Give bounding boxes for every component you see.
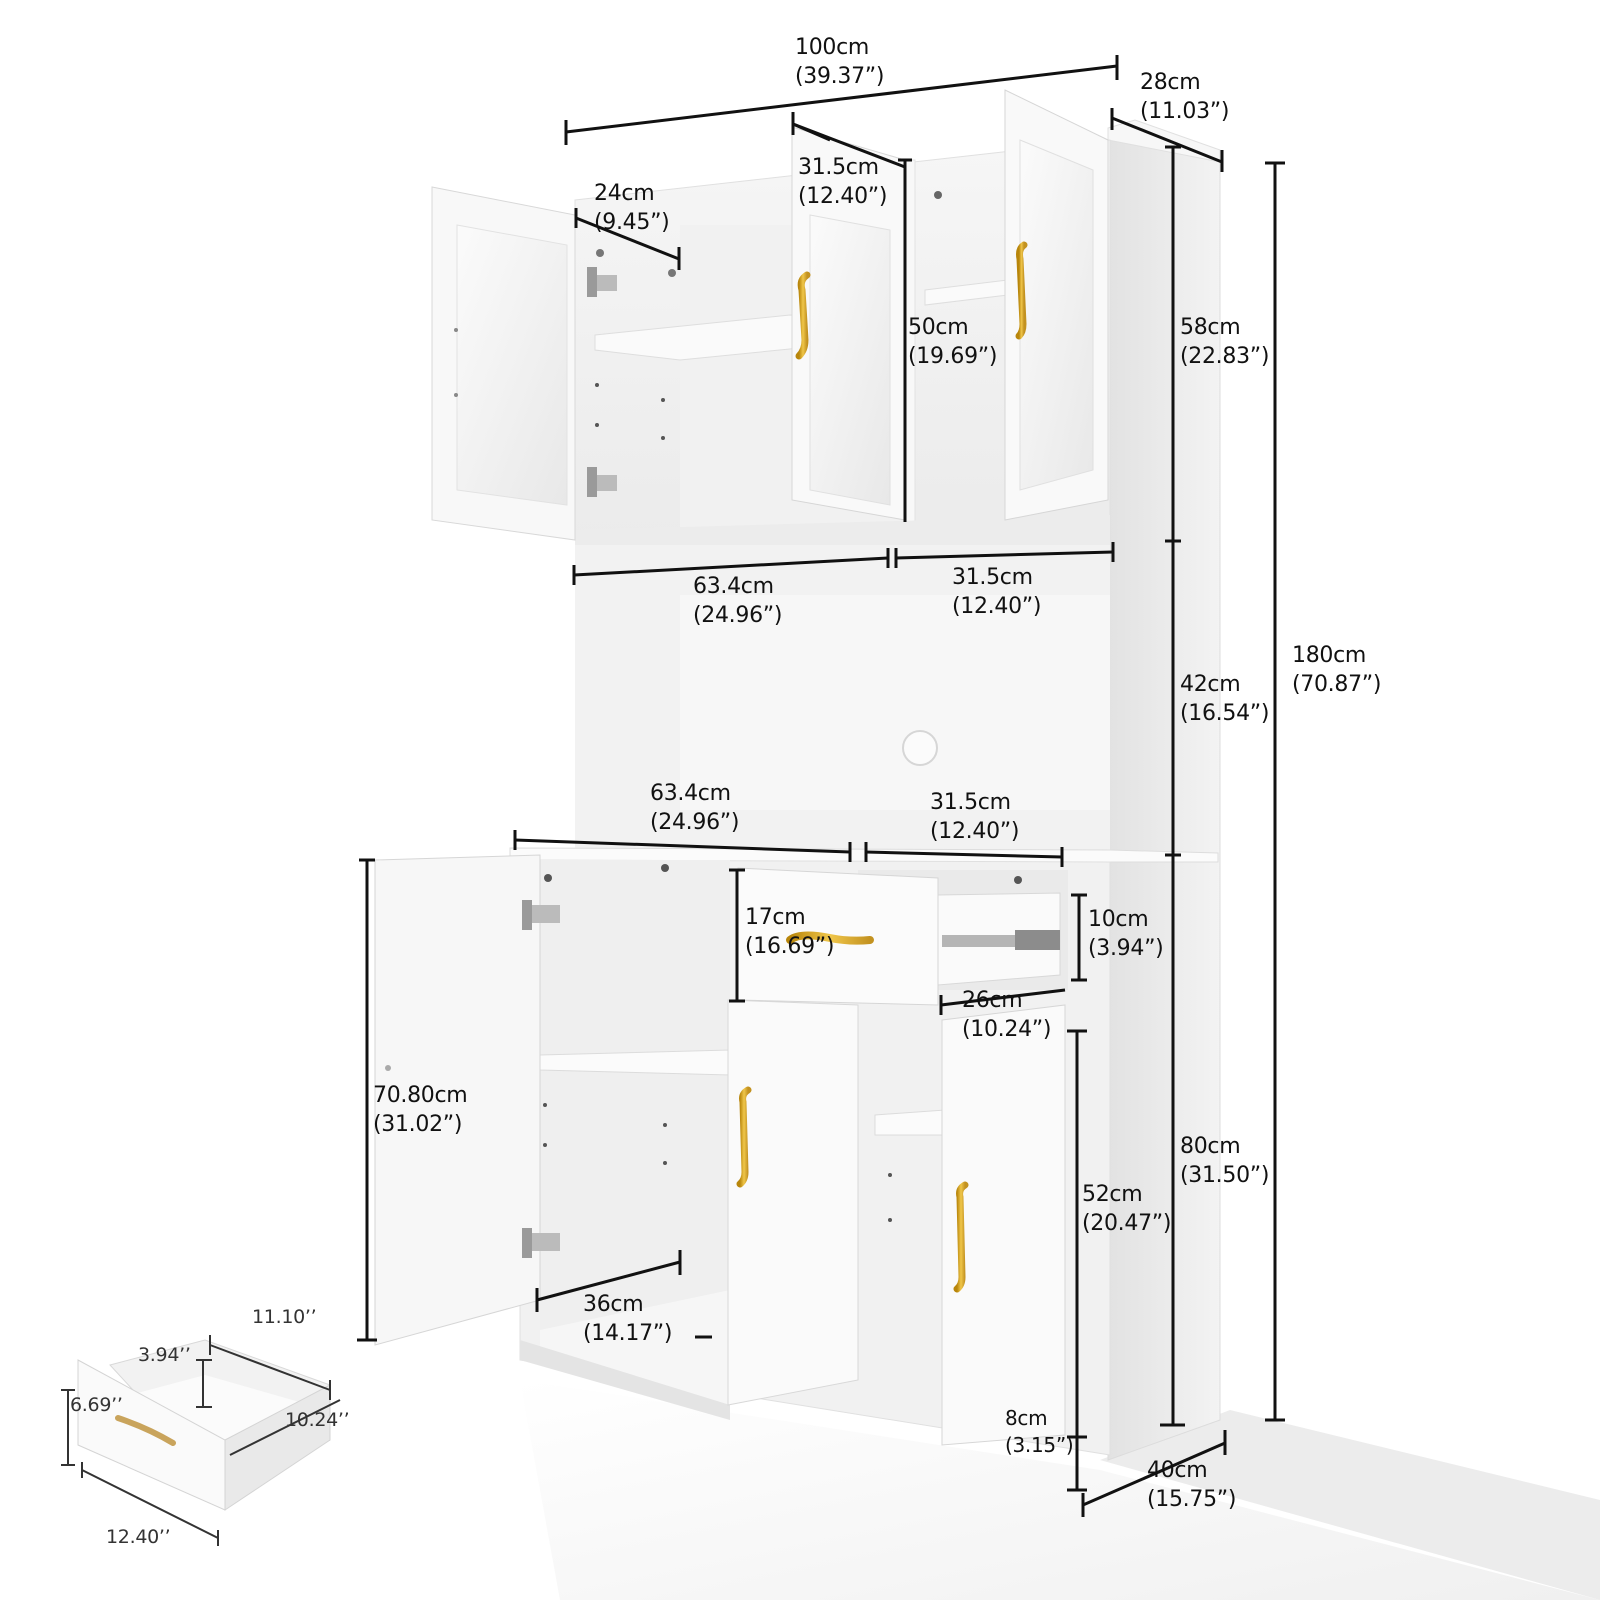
- label-drawer-inner-height: 10cm (3.94”): [1088, 907, 1164, 961]
- inset-label-front-height: 6.69’’: [70, 1394, 123, 1416]
- label-upper-section-height: 58cm (22.83”): [1180, 315, 1270, 369]
- label-lower-shelf-depth: 36cm (14.17”): [583, 1292, 673, 1346]
- drawer-inset-illustration: [77, 1339, 331, 1511]
- lower-middle-door: [727, 999, 859, 1406]
- dimension-lines: [357, 55, 1285, 1517]
- upper-right-glass-door: [1004, 89, 1109, 521]
- label-lower-section-height: 80cm (31.50”): [1180, 1134, 1270, 1188]
- drawer: [737, 867, 1061, 1006]
- label-counter-left-width: 63.4cm (24.96”): [650, 781, 740, 835]
- label-lower-door-height: 70.80cm (31.02”): [373, 1083, 468, 1137]
- inset-label-front-width: 12.40’’: [106, 1526, 171, 1548]
- label-upper-door-width: 31.5cm (12.40”): [798, 155, 888, 209]
- label-drawer-front-height: 17cm (16.69”): [745, 905, 835, 959]
- upper-left-glass-door: [431, 186, 576, 541]
- label-top-depth: 28cm (11.03”): [1140, 70, 1230, 124]
- cabinet-side-panel: [1107, 119, 1221, 1461]
- label-counter-right-width: 31.5cm (12.40”): [930, 790, 1020, 844]
- upper-middle-glass-door: [791, 126, 906, 521]
- middle-open-section: [509, 545, 1219, 863]
- inset-dimension-lines: [61, 1335, 341, 1546]
- floor-shadow: [520, 1380, 1600, 1600]
- label-overall-width: 100cm (39.37”): [795, 35, 885, 89]
- label-upper-shelf-depth: 24cm (9.45”): [594, 181, 670, 235]
- label-middle-right-width: 31.5cm (12.40”): [952, 565, 1042, 619]
- lower-right-door: [941, 1004, 1066, 1446]
- label-middle-section-height: 42cm (16.54”): [1180, 672, 1270, 726]
- inset-label-inner-height: 3.94’’: [138, 1344, 191, 1366]
- label-right-door-height: 52cm (20.47”): [1082, 1182, 1172, 1236]
- label-middle-left-width: 63.4cm (24.96”): [693, 574, 783, 628]
- inset-label-depth: 10.24’’: [285, 1409, 350, 1431]
- label-drawer-depth: 26cm (10.24”): [962, 988, 1052, 1042]
- label-bottom-depth: 40cm (15.75”): [1147, 1458, 1237, 1512]
- label-upper-door-height: 50cm (19.69”): [908, 315, 998, 369]
- label-base-height: 8cm (3.15”): [1005, 1406, 1074, 1457]
- inset-label-back-width: 11.10’’: [252, 1306, 317, 1328]
- hinge-icon: [522, 900, 560, 1258]
- hinge-icon: [587, 267, 617, 497]
- label-overall-height: 180cm (70.87”): [1292, 643, 1382, 697]
